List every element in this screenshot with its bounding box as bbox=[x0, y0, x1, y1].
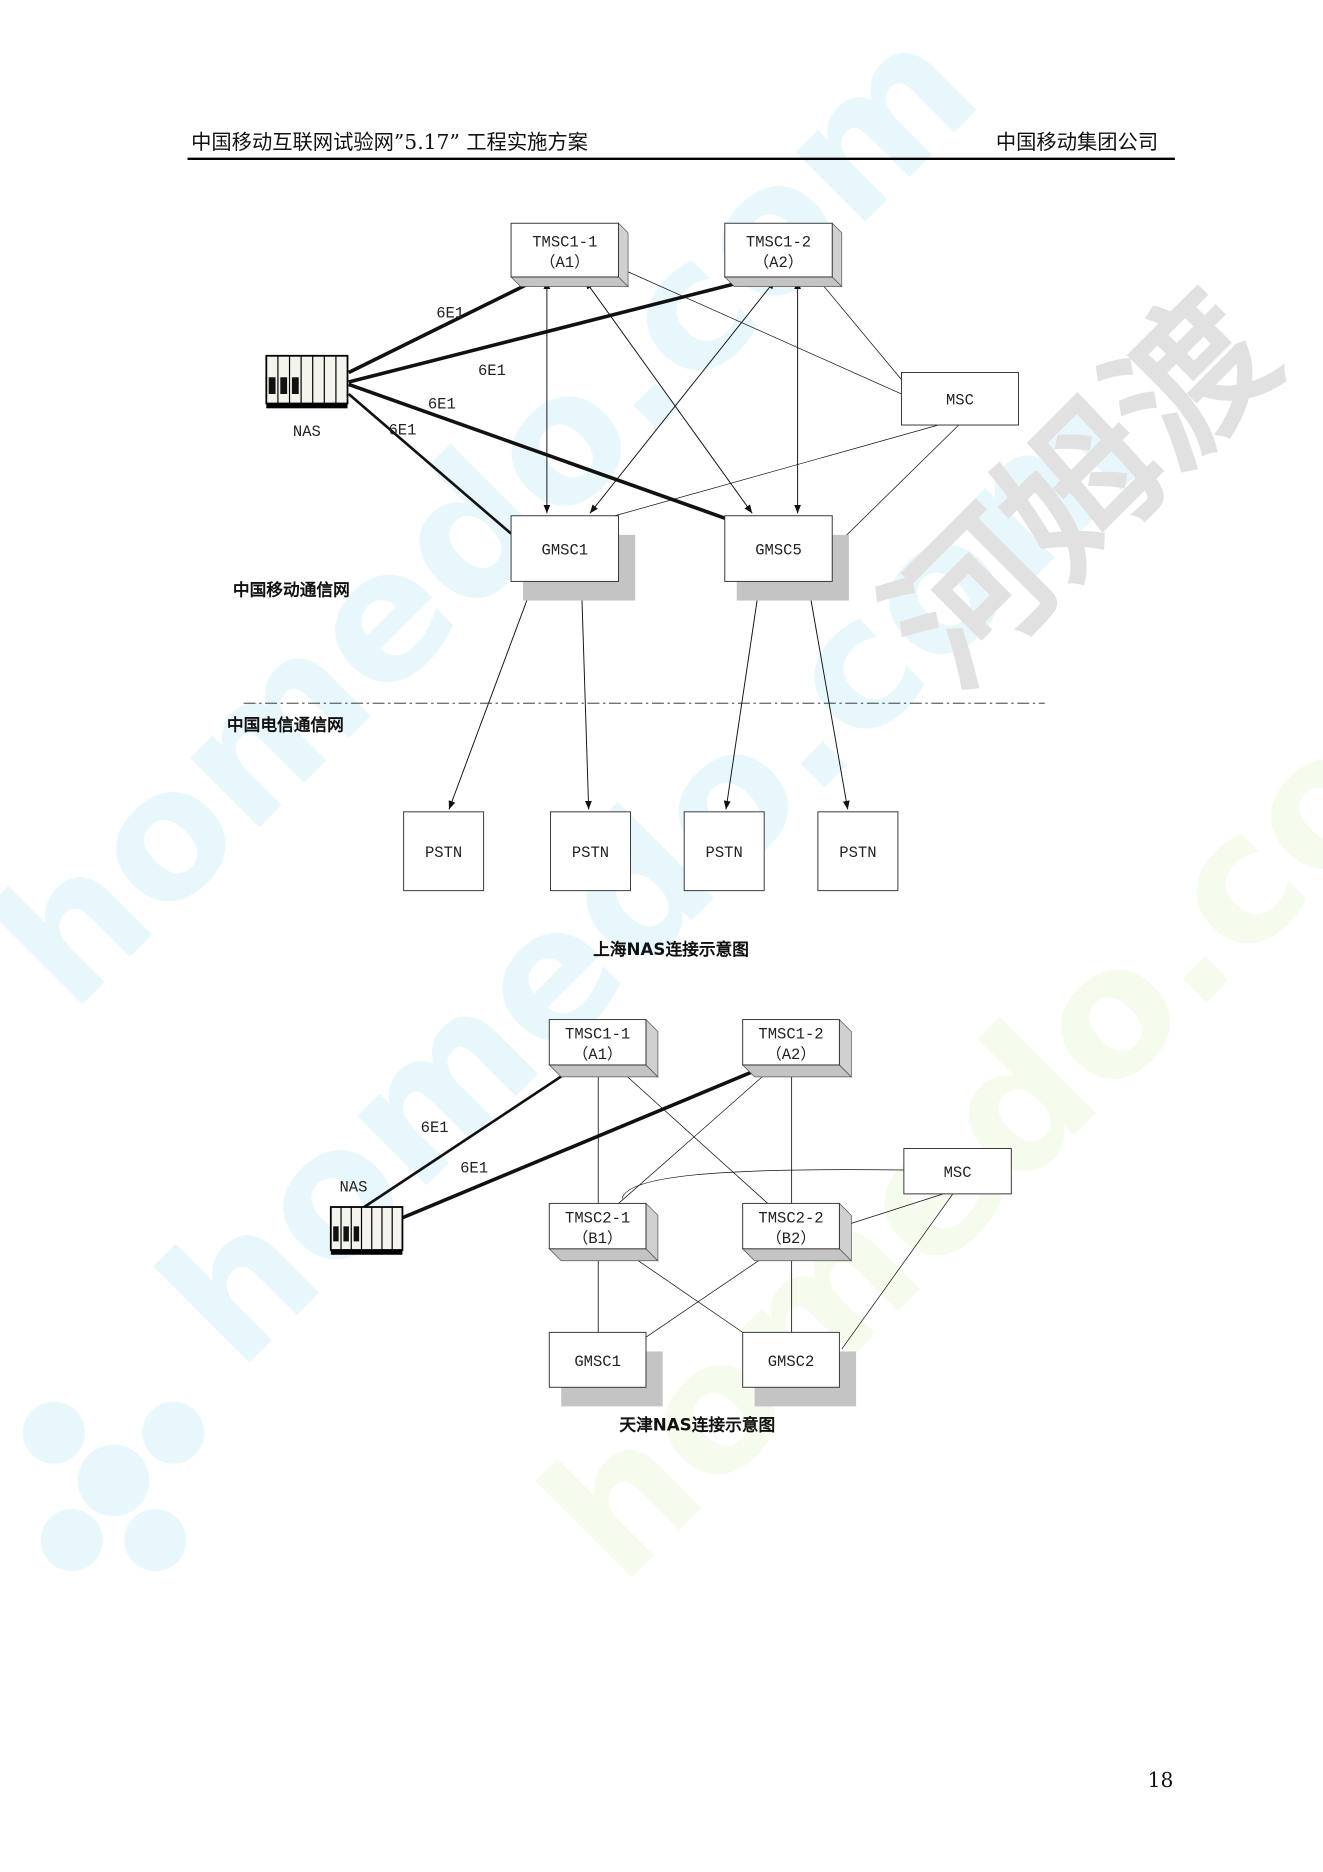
msc-node: MSC bbox=[903, 1148, 1012, 1195]
gmsc5-node: GMSC5 bbox=[724, 515, 849, 601]
link-label-6e1: 6E1 bbox=[478, 362, 506, 380]
link-label-6e1: 6E1 bbox=[428, 395, 456, 413]
tianjin-nas-diagram: TMSC1-1 （A1） TMSC1-2 （A2） TMSC2-1 （B1） TMSC2-2… bbox=[329, 1018, 1012, 1434]
tmsc1-1-node-label: TMSC1-1 bbox=[532, 234, 597, 252]
link-tmsc1-1-tmsc2-2 bbox=[620, 1070, 768, 1204]
zone-label-mobile: 中国移动通信网 bbox=[233, 580, 350, 600]
link-nas-tmsc1-2 bbox=[401, 1069, 756, 1220]
tmsc2-1-node: TMSC2-1 （B1） bbox=[548, 1202, 659, 1262]
nas-label: NAS bbox=[340, 1178, 368, 1196]
trunk-gmsc1-pstn1 bbox=[448, 584, 534, 810]
link-nas-gmsc1 bbox=[347, 392, 512, 535]
header-company: 中国移动集团公司 bbox=[996, 130, 1158, 154]
link-label-6e1: 6E1 bbox=[436, 305, 464, 323]
link-label-6e1: 6E1 bbox=[388, 422, 416, 440]
diagram-caption: 天津NAS连接示意图 bbox=[619, 1414, 775, 1434]
trunk-gmsc5-pstn3 bbox=[723, 584, 762, 810]
gmsc2-node-label: GMSC2 bbox=[768, 1353, 815, 1371]
gmsc5-node-label: GMSC5 bbox=[755, 542, 802, 560]
tmsc1-1-node: TMSC1-1 （A1） bbox=[548, 1018, 659, 1078]
tmsc1-1-node-label: TMSC1-1 bbox=[565, 1026, 630, 1044]
tmsc1-2-node-label: TMSC1-2 bbox=[758, 1026, 823, 1044]
gmsc2-node: GMSC2 bbox=[742, 1331, 857, 1407]
tmsc2-1-node-label: TMSC2-1 bbox=[565, 1210, 630, 1228]
link-msc-gmsc2 bbox=[841, 1193, 954, 1350]
tmsc1-1-node-sublabel: （A1） bbox=[540, 254, 590, 272]
msc-node-label: MSC bbox=[944, 1164, 972, 1182]
tmsc2-2-node: TMSC2-2 （B2） bbox=[741, 1202, 853, 1262]
page-number: 18 bbox=[1148, 1768, 1174, 1792]
msc-node-label: MSC bbox=[946, 392, 974, 410]
tmsc1-1-node-sublabel: （A1） bbox=[573, 1046, 623, 1064]
tmsc1-2-node-sublabel: （A2） bbox=[766, 1046, 816, 1064]
link-tmsc2-2-gmsc1 bbox=[645, 1248, 777, 1338]
nas-rack-icon bbox=[329, 1206, 404, 1255]
trunk-gmsc1-pstn2 bbox=[578, 584, 592, 810]
pstn-node-1: PSTN bbox=[403, 811, 485, 892]
link-nas-tmsc1-1 bbox=[347, 276, 541, 375]
link-tmsc2-1-msc bbox=[621, 1169, 904, 1199]
gmsc1-node-label: GMSC1 bbox=[574, 1353, 621, 1371]
nas-label: NAS bbox=[293, 423, 321, 441]
tmsc1-2-node: TMSC1-2 （A2） bbox=[723, 222, 843, 288]
gmsc1-node: GMSC1 bbox=[548, 1331, 663, 1407]
tmsc2-1-node-sublabel: （B1） bbox=[573, 1230, 623, 1248]
trunk-gmsc5-pstn4 bbox=[806, 584, 850, 810]
link-nas-tmsc1-1 bbox=[363, 1069, 571, 1209]
tmsc2-2-node-label: TMSC2-2 bbox=[758, 1210, 823, 1228]
link-msc-gmsc1 bbox=[614, 424, 939, 517]
link-tmsc2-2-msc bbox=[850, 1193, 944, 1225]
link-tmsc2-1-gmsc2 bbox=[620, 1248, 743, 1333]
tmsc2-2-node-sublabel: （B2） bbox=[766, 1230, 816, 1248]
nas-rack-icon bbox=[265, 354, 349, 409]
gmsc1-node-label: GMSC1 bbox=[542, 542, 589, 560]
pstn-node-3: PSTN bbox=[683, 811, 765, 892]
tmsc1-2-node-sublabel: （A2） bbox=[754, 254, 804, 272]
msc-node: MSC bbox=[900, 372, 1019, 426]
zone-label-telecom: 中国电信通信网 bbox=[227, 715, 344, 735]
pstn-node-3-label: PSTN bbox=[706, 844, 743, 862]
header-title: 中国移动互联网试验网”5.17” 工程实施方案 bbox=[191, 130, 588, 154]
pstn-node-4: PSTN bbox=[817, 811, 899, 892]
diagram-caption: 上海NAS连接示意图 bbox=[593, 939, 749, 959]
link-tmsc1-2-msc bbox=[818, 280, 902, 380]
link-msc-gmsc5 bbox=[831, 424, 960, 550]
tmsc1-1-node: TMSC1-1 （A1） bbox=[510, 222, 629, 288]
gmsc1-node: GMSC1 bbox=[510, 515, 636, 601]
watermark-flower-icon bbox=[22, 1401, 205, 1572]
pstn-node-1-label: PSTN bbox=[425, 844, 462, 862]
pstn-node-2: PSTN bbox=[549, 811, 631, 892]
pstn-node-4-label: PSTN bbox=[839, 844, 876, 862]
trunk-tmsc1-2-gmsc1 bbox=[589, 280, 776, 514]
tmsc1-2-node: TMSC1-2 （A2） bbox=[741, 1018, 853, 1078]
tmsc1-2-node-label: TMSC1-2 bbox=[746, 234, 811, 252]
link-label-6e1: 6E1 bbox=[460, 1159, 488, 1177]
pstn-node-2-label: PSTN bbox=[572, 844, 609, 862]
link-tmsc1-2-tmsc2-1 bbox=[618, 1070, 770, 1204]
link-tmsc1-1-msc bbox=[620, 268, 902, 395]
link-label-6e1: 6E1 bbox=[421, 1119, 449, 1137]
